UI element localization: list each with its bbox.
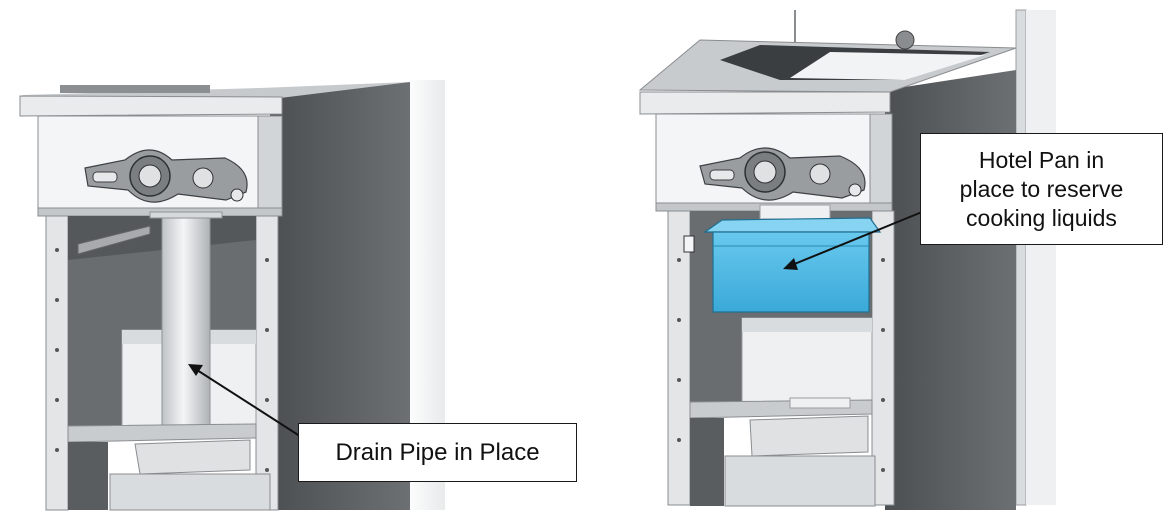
left-fryer-unit	[19, 80, 445, 511]
drain-pipe-callout: Drain Pipe in Place	[298, 423, 577, 482]
hotel-pan-label-line-3: cooking liquids	[966, 204, 1117, 231]
hotel-pan-arrow	[783, 211, 923, 270]
hotel-pan-label-line-2: place to reserve	[959, 175, 1124, 202]
hotel-pan	[703, 217, 882, 313]
drain-pipe-arrow	[188, 364, 307, 441]
drain-pipe-label: Drain Pipe in Place	[335, 438, 540, 466]
hotel-pan-label-line-1: Hotel Pan in	[978, 146, 1105, 173]
hotel-pan-callout: Hotel Pan in place to reserve cooking li…	[920, 133, 1163, 245]
right-fryer-unit	[638, 9, 1056, 510]
